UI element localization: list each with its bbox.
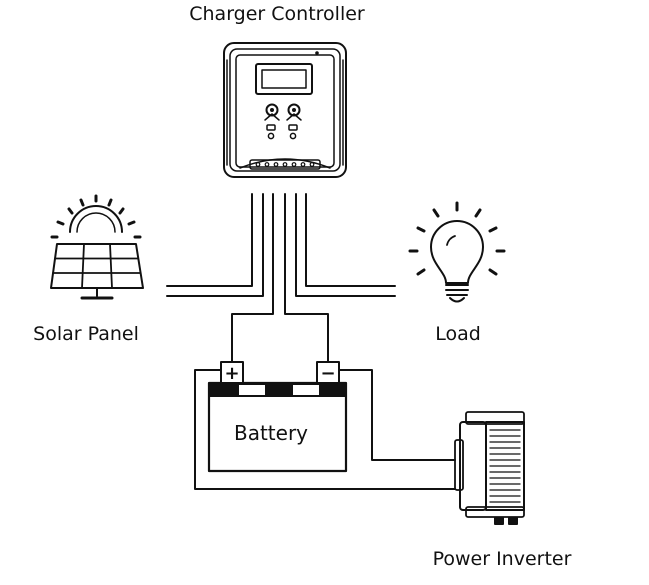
wire-load-negative <box>295 193 396 297</box>
wire-load-positive <box>305 193 396 287</box>
wire-battery-negative <box>284 193 329 367</box>
load-label: Load <box>435 323 481 345</box>
battery-negative-terminal <box>316 361 340 384</box>
wire-solar-positive <box>166 193 253 287</box>
battery-positive-terminal <box>220 361 244 384</box>
wire-solar-negative <box>166 193 264 297</box>
light-bulb-icon <box>408 201 506 303</box>
wires <box>166 193 456 490</box>
bulb-rays <box>408 201 506 276</box>
battery-icon <box>207 361 348 473</box>
battery-positive-sign: + <box>224 363 239 384</box>
battery-label: Battery <box>234 421 308 445</box>
controller-screen <box>255 63 313 95</box>
sun-rays <box>50 194 142 239</box>
solar-panel-icon <box>50 194 144 300</box>
wire-battery-positive <box>231 193 274 367</box>
charger-controller-label: Charger Controller <box>189 3 365 25</box>
solar-panel-label: Solar Panel <box>33 323 139 345</box>
battery-negative-sign: − <box>320 363 335 384</box>
wire-inverter-negative <box>339 369 456 461</box>
charge-controller-icon <box>223 42 347 178</box>
power-inverter-icon <box>454 411 525 525</box>
sun-icon <box>69 205 123 233</box>
wire-inverter-positive <box>194 369 456 490</box>
power-inverter-label: Power Inverter <box>433 548 572 570</box>
